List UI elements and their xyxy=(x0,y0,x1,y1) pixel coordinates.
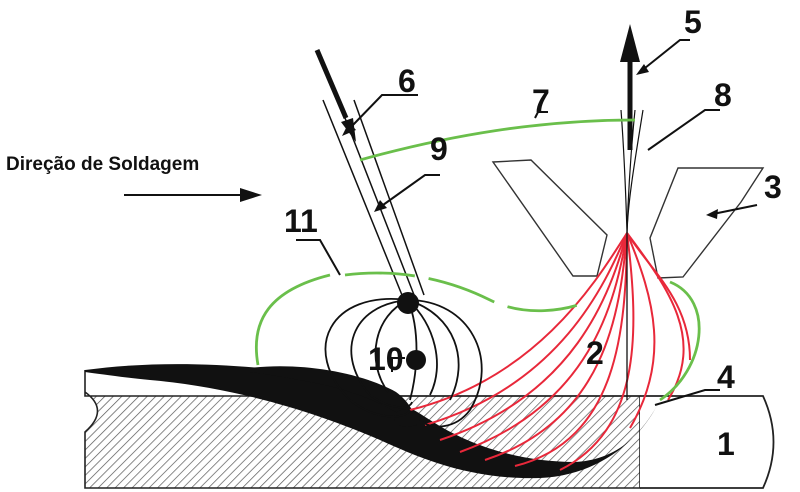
label-8: 8 xyxy=(714,77,732,113)
label-7: 7 xyxy=(532,83,550,119)
green-lines xyxy=(256,120,699,400)
label-6: 6 xyxy=(398,63,416,99)
label-2: 2 xyxy=(586,335,604,371)
direction-arrow xyxy=(124,188,262,202)
droplet-pool xyxy=(394,409,420,427)
label-5: 5 xyxy=(684,4,702,40)
droplet-tip xyxy=(397,292,419,314)
label-1: 1 xyxy=(717,426,735,462)
label-4: 4 xyxy=(717,359,735,395)
label-3: 3 xyxy=(764,169,782,205)
droplet-10 xyxy=(406,350,426,370)
direction-label: Direção de Soldagem xyxy=(6,154,199,175)
label-9: 9 xyxy=(430,131,448,167)
label-10: 10 xyxy=(368,341,404,377)
label-11: 11 xyxy=(284,203,318,239)
